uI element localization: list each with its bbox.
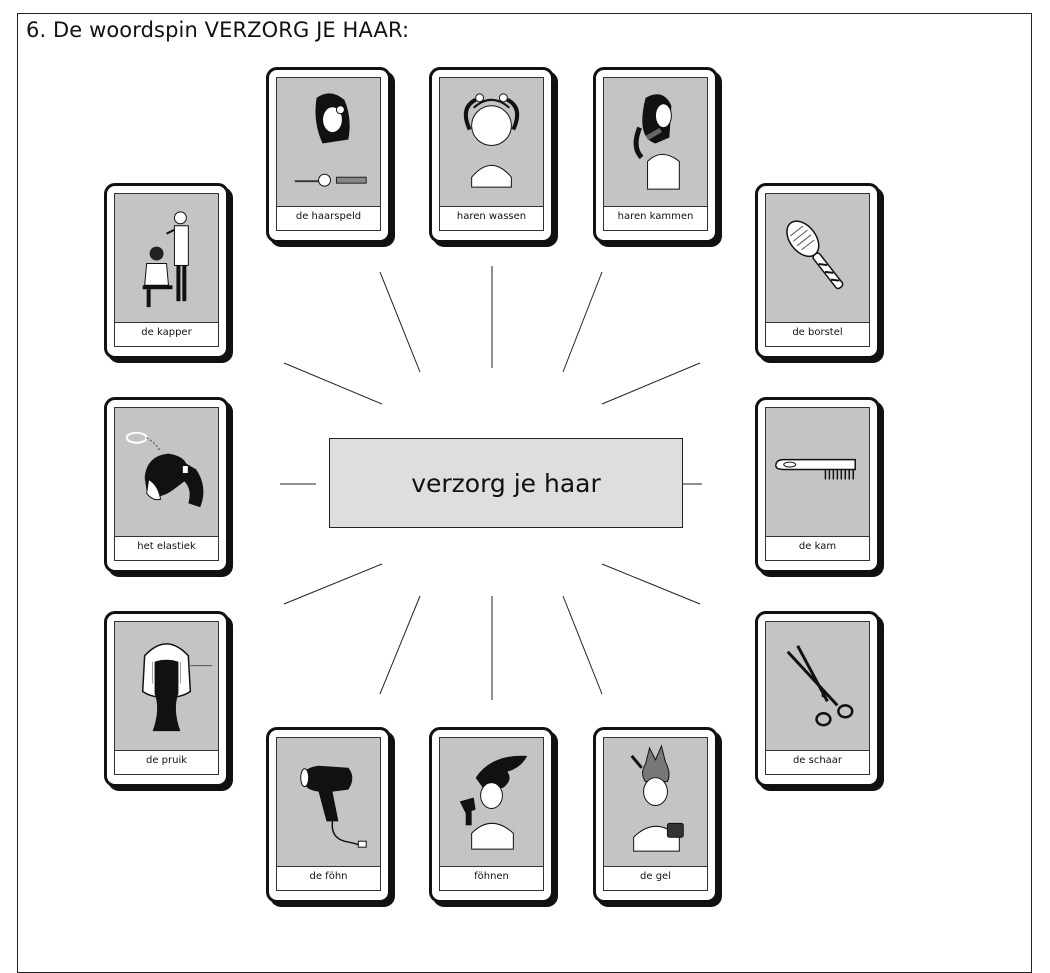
card-label: haren kammen: [603, 206, 708, 231]
card-het-elastiek: het elastiek: [104, 397, 229, 573]
hairdresser-icon: [114, 193, 219, 322]
comb-icon: [765, 407, 870, 536]
ray-upper-left: [283, 362, 383, 405]
card-label: de föhn: [276, 866, 381, 891]
card-label: de schaar: [765, 750, 870, 775]
card-haren-wassen: haren wassen: [429, 67, 554, 243]
card-label: de borstel: [765, 322, 870, 347]
card-de-schaar: de schaar: [755, 611, 880, 787]
card-label: de haarspeld: [276, 206, 381, 231]
ray-lower-right: [601, 563, 701, 605]
card-de-kapper: de kapper: [104, 183, 229, 359]
card-label: föhnen: [439, 866, 544, 891]
central-topic-box: verzorg je haar: [329, 438, 683, 528]
hairdryer-icon: [276, 737, 381, 866]
ray-upper-right: [601, 362, 701, 405]
card-label: de kam: [765, 536, 870, 561]
card-label: de gel: [603, 866, 708, 891]
exercise-heading: 6. De woordspin VERZORG JE HAAR:: [26, 18, 410, 42]
blow-drying-icon: [439, 737, 544, 866]
scissors-icon: [765, 621, 870, 750]
wig-icon: [114, 621, 219, 750]
hairclip-girl-icon: [276, 77, 381, 206]
hairbrush-icon: [765, 193, 870, 322]
card-de-kam: de kam: [755, 397, 880, 573]
card-haren-kammen: haren kammen: [593, 67, 718, 243]
card-fohnen: föhnen: [429, 727, 554, 903]
ray-lower-left: [283, 563, 383, 605]
card-de-pruik: de pruik: [104, 611, 229, 787]
card-de-haarspeld: de haarspeld: [266, 67, 391, 243]
card-label: de kapper: [114, 322, 219, 347]
ray-bottom-left: [379, 595, 421, 695]
card-de-fohn: de föhn: [266, 727, 391, 903]
washing-hair-icon: [439, 77, 544, 206]
ponytail-elastic-icon: [114, 407, 219, 536]
card-de-borstel: de borstel: [755, 183, 880, 359]
card-label: haren wassen: [439, 206, 544, 231]
ray-bottom-right: [562, 595, 603, 695]
ray-top-left: [379, 271, 421, 373]
card-label: de pruik: [114, 750, 219, 775]
card-label: het elastiek: [114, 536, 219, 561]
card-de-gel: de gel: [593, 727, 718, 903]
combing-hair-icon: [603, 77, 708, 206]
ray-top-right: [562, 271, 603, 373]
word-web-rays: [280, 266, 702, 700]
hair-gel-icon: [603, 737, 708, 866]
